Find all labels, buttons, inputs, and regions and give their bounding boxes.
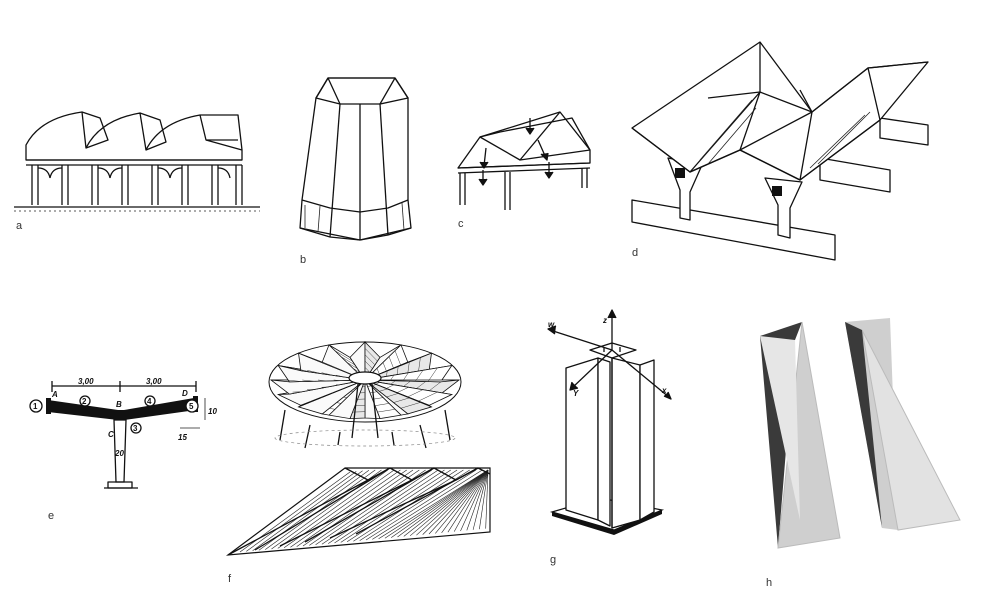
axis-y: Y — [573, 389, 579, 398]
node-2: 2 — [82, 397, 87, 406]
panel-label-e: e — [48, 510, 54, 522]
panel-label-f: f — [228, 573, 232, 585]
node-5: 5 — [189, 402, 194, 411]
dim-vertical: 10 — [208, 407, 217, 416]
panel-c-hipped-roof-drawing: c — [457, 111, 591, 230]
point-a: A — [51, 390, 58, 399]
point-d: D — [182, 389, 188, 398]
point-c: C — [108, 430, 114, 439]
node-4: 4 — [147, 397, 152, 406]
panel-e-section-drawing: 3,00 3,00 1 2 3 4 5 A B C D 10 15 20 e — [29, 377, 217, 522]
panel-g-column-drawing: w z x Y g — [547, 309, 672, 566]
dim-span-left: 3,00 — [78, 377, 94, 386]
panel-label-h: h — [766, 577, 772, 589]
panel-a-shed-roof-drawing: a — [14, 111, 260, 232]
node-3: 3 — [133, 424, 138, 433]
axis-z: z — [602, 316, 607, 325]
panel-label-c: c — [458, 218, 464, 230]
panel-label-d: d — [632, 247, 638, 259]
dim-depth: 20 — [114, 449, 124, 458]
panel-h-folded-planes: h — [760, 318, 961, 589]
panel-b-folded-tower-drawing: b — [299, 77, 412, 266]
panel-label-g: g — [550, 554, 556, 566]
panel-label-b: b — [300, 254, 306, 266]
panel-label-a: a — [16, 220, 23, 232]
node-1: 1 — [33, 402, 38, 411]
panel-d-folded-plate-roof-drawing: d — [631, 41, 929, 261]
dim-span-right: 3,00 — [146, 377, 162, 386]
axis-w: w — [548, 320, 555, 329]
dim-edge: 15 — [178, 433, 187, 442]
point-b: B — [116, 400, 122, 409]
folded-plate-strip — [225, 467, 491, 556]
axis-x: x — [661, 386, 667, 395]
radial-folded-roof — [268, 341, 462, 449]
panel-f-folded-roof-drawings: f — [225, 341, 491, 585]
